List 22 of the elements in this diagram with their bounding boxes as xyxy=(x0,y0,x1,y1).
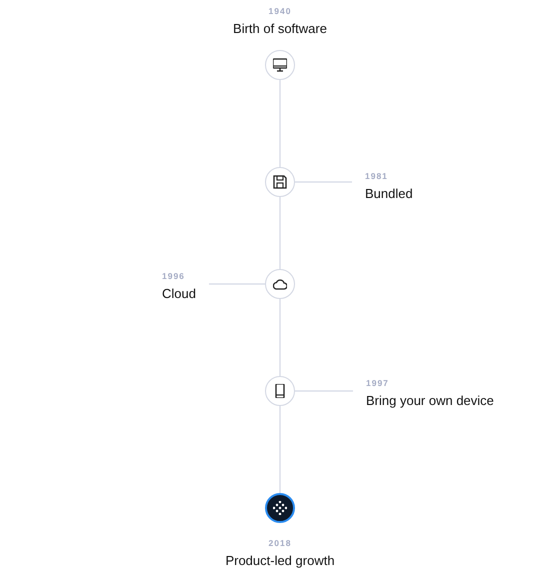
milestone-title: Bring your own device xyxy=(366,392,494,409)
milestone-title: Product-led growth xyxy=(225,552,335,569)
milestone-title: Cloud xyxy=(162,285,196,302)
milestone-title: Bundled xyxy=(365,185,413,202)
leader-line xyxy=(295,181,352,183)
milestone-title: Birth of software xyxy=(233,20,327,37)
year-label: 1997 xyxy=(366,377,390,389)
timeline-line xyxy=(279,299,281,376)
timeline-line xyxy=(279,197,281,269)
leader-line xyxy=(208,283,265,285)
timeline-circle xyxy=(265,376,295,406)
timeline-circle xyxy=(265,50,295,80)
timeline-line xyxy=(279,80,281,167)
timeline-circle xyxy=(265,269,295,299)
year-label: 1981 xyxy=(365,170,389,182)
year-label: 2018 xyxy=(268,537,292,549)
timeline-line xyxy=(279,406,281,493)
timeline-circle xyxy=(265,493,295,523)
year-label: 1996 xyxy=(162,270,186,282)
year-label: 1940 xyxy=(268,5,292,17)
leader-line xyxy=(295,390,353,392)
timeline-circle xyxy=(265,167,295,197)
